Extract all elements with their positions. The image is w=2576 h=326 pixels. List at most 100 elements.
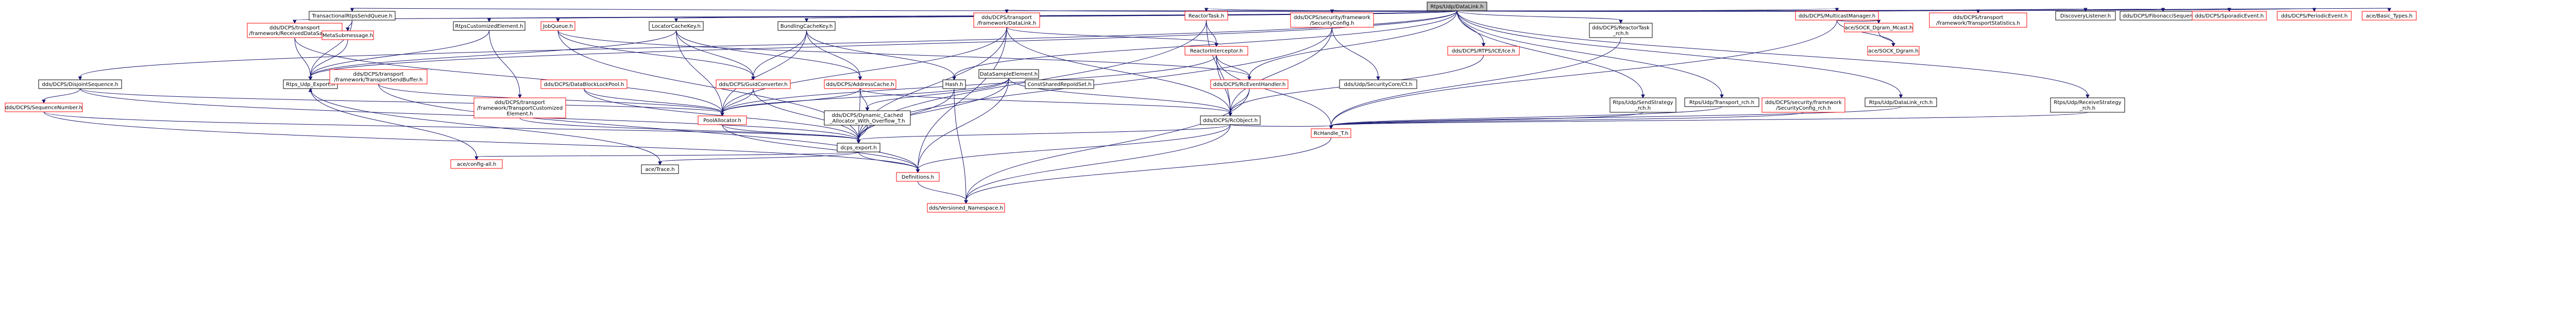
node-label: _rch.h (2079, 106, 2095, 111)
dependency-edge (1331, 112, 1643, 126)
node-box (450, 159, 503, 169)
dependency-edge (806, 30, 860, 77)
graph-node-data-sample-element[interactable]: DataSampleElement.h (978, 69, 1039, 79)
arrow-head (346, 27, 350, 32)
node-box (2050, 97, 2125, 113)
arrow-head (1204, 8, 1209, 12)
graph-node-ace-sock-dgram-mcast[interactable]: ace/SOCK_Dgram_Mcast.h (1844, 23, 1913, 32)
graph-node-sporadic-event[interactable]: dds/DCPS/SporadicEvent.h (2192, 11, 2267, 21)
dependency-edge (1456, 10, 1722, 95)
node-box (927, 203, 1005, 213)
graph-node-definitions[interactable]: Definitions.h (896, 172, 940, 182)
arrow-head (1376, 76, 1380, 81)
graph-node-guid-converter[interactable]: dds/DCPS/GuidConverter.h (716, 79, 791, 89)
dependency-edge (918, 27, 1007, 170)
dependency-edge (310, 10, 1458, 77)
node-label: dds/DCPS/RcEventHandler.h (1213, 82, 1286, 88)
graph-node-meta-submessage[interactable]: MetaSubmessage.h (321, 30, 374, 40)
graph-node-const-shared-rtps-dust[interactable]: ConstSharedRepoIdSet.h (1025, 79, 1094, 89)
graph-node-rtps-custom[interactable]: RtpsCustomizedElement.h (453, 21, 526, 31)
node-label: /framework/TransportStatistics.h (1936, 21, 2020, 26)
node-label: ReactorInterceptor.h (1190, 48, 1243, 54)
graph-node-dcps-datalink[interactable]: dds/DCPS/transport/framework/DataLink.h (973, 12, 1040, 28)
node-box (973, 12, 1040, 28)
graph-node-dynamic-cached-alloc[interactable]: dds/DCPS/Dynamic_Cached_Allocator_With_O… (824, 110, 911, 126)
dependency-edge (1878, 31, 1894, 44)
graph-node-rc-event-handler[interactable]: dds/DCPS/RcEventHandler.h (1210, 79, 1289, 89)
graph-node-transactional[interactable]: TransactionalRtpsSendQueue.h (309, 11, 396, 21)
arrow-head (1899, 94, 1903, 99)
dependency-edge (806, 30, 955, 77)
dependency-edge (1331, 112, 2088, 126)
graph-node-pool-allocator[interactable]: PoolAllocator.h (698, 115, 747, 125)
node-box (649, 21, 704, 31)
graph-node-reactor-task[interactable]: ReactorTask.h (1184, 11, 1228, 21)
node-label: /framework/DataLink.h (977, 21, 1036, 26)
graph-node-security-config[interactable]: dds/DCPS/security/framework/SecurityConf… (1290, 12, 1374, 28)
node-box (978, 69, 1039, 79)
graph-node-rtps-receive-strategy[interactable]: Rtps/Udp/ReceiveStrategy_rch.h (2050, 97, 2125, 113)
graph-node-disjoint-seq-num[interactable]: dds/DCPS/SequenceNumber.h (5, 102, 83, 112)
graph-node-ace-trace[interactable]: ace/Trace.h (641, 164, 679, 174)
node-box (1339, 79, 1417, 89)
graph-node-rtps-transport-rch[interactable]: Rtps/Udp/Transport_rch.h (1684, 97, 1759, 107)
graph-node-transport-stats[interactable]: dds/DCPS/transport/framework/TransportSt… (1929, 12, 2027, 28)
node-label: dds/DCPS/DisjointSequence.h (42, 82, 118, 88)
graph-node-dds-core[interactable]: dds/Udp/SecurityCore/Ct.h (1339, 79, 1417, 89)
node-label: _rch.h (1613, 31, 1629, 37)
arrow-head (1228, 112, 1232, 117)
graph-node-security-config-rch[interactable]: dds/DCPS/security/framework/SecurityConf… (1761, 97, 1845, 113)
graph-node-data-block-lock-pool[interactable]: dds/DCPS/DataBlockLockPool.h (540, 79, 628, 89)
dependency-edge (310, 88, 660, 162)
graph-node-dcps-export[interactable]: dcps_export.h (837, 143, 880, 152)
graph-node-rtps-send-strategy[interactable]: Rtps/Udp/SendStrategy_rch.h (1609, 97, 1676, 113)
graph-node-ace-config[interactable]: ace/config-all.h (450, 159, 503, 169)
node-label: DataSampleElement.h (980, 72, 1038, 77)
node-box (540, 79, 628, 89)
graph-node-address-cache[interactable]: dds/DCPS/AddressCache.h (824, 79, 896, 89)
graph-node-rc-handle[interactable]: RcHandle_T.h (1311, 128, 1351, 138)
dependency-edge (722, 88, 754, 113)
graph-node-multicast-mgr[interactable]: dds/DCPS/MulticastManager.h (1795, 11, 1879, 21)
graph-node-disjoint-seq[interactable]: dds/DCPS/DisjointSequence.h (38, 79, 122, 89)
arrow-head (674, 18, 679, 23)
dependency-edge (1230, 27, 1332, 113)
graph-node-job-queue[interactable]: JobQueue.h (540, 21, 575, 31)
graph-node-rtps-cached-elem[interactable]: dds/DCPS/transport/framework/TransportCu… (473, 97, 566, 118)
graph-node-root[interactable]: Rtps/Udp/DataLink.h (1427, 2, 1487, 11)
graph-node-reactor-interceptor[interactable]: ReactorInterceptor.h (1184, 46, 1248, 56)
graph-node-versioned-namespace[interactable]: dds/Versioned_Namespace.h (927, 203, 1005, 213)
arrow-head (1005, 9, 1009, 14)
graph-node-rtps-udp-export[interactable]: Rtps_Udp_Export.h (283, 79, 338, 89)
dependency-edge (918, 124, 1231, 170)
graph-node-transport-send-buffer[interactable]: dds/DCPS/transport/framework/TransportSe… (329, 69, 428, 84)
arrow-head (1247, 76, 1251, 81)
graph-node-reactor-task-fwd[interactable]: dds/DCPS/ReactorTask_rch.h (1589, 23, 1653, 38)
dependency-edge (858, 125, 868, 141)
node-box (716, 79, 791, 89)
dependency-edge (722, 55, 1217, 113)
node-label: ace/Trace.h (645, 167, 674, 173)
node-label: Rtps_Udp_Export.h (286, 82, 335, 88)
arrow-head (1835, 8, 1839, 12)
graph-node-rc-object[interactable]: dds/DCPS/RcObject.h (1200, 115, 1261, 125)
graph-node-basic-types[interactable]: ace/Basic_Types.h (2362, 11, 2417, 21)
graph-node-periodic-event[interactable]: dds/DCPS/PeriodicEvent.h (2277, 11, 2352, 21)
graph-node-discovery-listener[interactable]: DiscoveryListener.h (2055, 11, 2116, 21)
node-label: dds/DCPS/transport (269, 25, 320, 31)
dependency-edge (476, 151, 859, 157)
arrow-head (964, 200, 968, 204)
graph-node-bundling-cache[interactable]: BundlingCacheKey.h (777, 21, 836, 31)
graph-node-hash[interactable]: Hash.h (942, 79, 966, 89)
arrow-head (952, 76, 956, 81)
arrow-head (1329, 125, 1333, 130)
dependency-edge (722, 124, 859, 141)
graph-node-ace-sock-dgram[interactable]: ace/SOCK_Dgram.h (1867, 46, 1920, 56)
graph-node-rtps-datalink-rch[interactable]: Rtps/Udp/DataLink_rch.h (1865, 97, 1937, 107)
arrow-head (2086, 94, 2090, 99)
node-box (1844, 23, 1913, 32)
dependency-edge (722, 124, 918, 170)
dependency-edge (1006, 27, 1231, 113)
graph-node-rtps-tcg[interactable]: dds/DCPS/RTPS/ICE/Ice.h (1447, 46, 1520, 56)
graph-node-locator-cache[interactable]: LocatorCacheKey.h (649, 21, 704, 31)
